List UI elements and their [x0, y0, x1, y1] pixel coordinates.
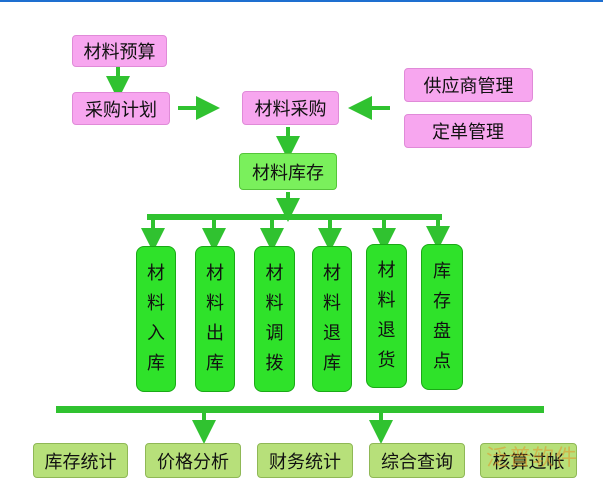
node-query: 综合查询 [369, 443, 465, 478]
node-plan: 采购计划 [72, 92, 170, 125]
node-accounting: 核算过帐 [480, 443, 577, 478]
node-supplier: 供应商管理 [404, 68, 533, 102]
top-border-line [0, 0, 603, 2]
node-finance-stats: 财务统计 [257, 443, 353, 478]
col-material-return-stock: 材料退库 [312, 246, 352, 392]
node-price-analysis: 价格分析 [145, 443, 241, 478]
col-material-transfer: 材料调拨 [254, 246, 295, 392]
node-budget: 材料预算 [72, 35, 167, 67]
col-material-return-goods: 材料退货 [366, 244, 407, 388]
node-stock-stats: 库存统计 [33, 443, 128, 478]
col-stock-check: 库存盘点 [421, 244, 463, 390]
distribution-bar [147, 214, 442, 220]
collection-bar [56, 406, 544, 413]
node-purchase: 材料采购 [242, 91, 339, 125]
node-order: 定单管理 [404, 114, 532, 148]
col-material-out: 材料出库 [195, 246, 235, 392]
col-material-in: 材料入库 [136, 246, 176, 392]
node-inventory: 材料库存 [239, 153, 337, 190]
